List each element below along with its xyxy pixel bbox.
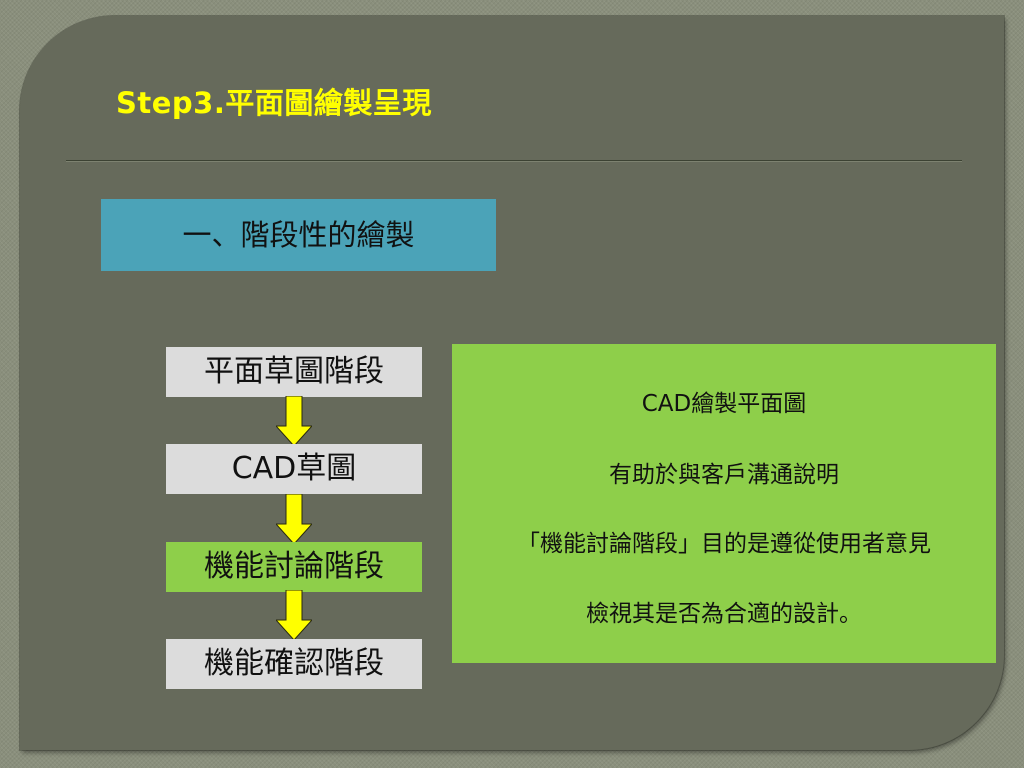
note-line-2: 有助於與客戶溝通說明	[609, 462, 839, 488]
note-line-4: 檢視其是否為合適的設計。	[586, 601, 862, 627]
down-arrow-icon	[276, 494, 312, 544]
stage-cad-draft: CAD草圖	[166, 444, 422, 494]
section-heading: 一、階段性的繪製	[101, 199, 496, 271]
explanation-box: CAD繪製平面圖 有助於與客戶溝通說明 「機能討論階段」目的是遵從使用者意見 檢…	[452, 344, 996, 663]
stage-sketch: 平面草圖階段	[166, 347, 422, 397]
note-line-3: 「機能討論階段」目的是遵從使用者意見	[517, 531, 931, 557]
note-line-1: CAD繪製平面圖	[641, 391, 807, 417]
stage-function-confirmation: 機能確認階段	[166, 639, 422, 689]
title-divider	[66, 160, 962, 162]
down-arrow-icon	[276, 396, 312, 446]
slide-title: Step3.平面圖繪製呈現	[116, 86, 432, 120]
down-arrow-icon	[276, 590, 312, 640]
stage-function-discussion: 機能討論階段	[166, 542, 422, 592]
